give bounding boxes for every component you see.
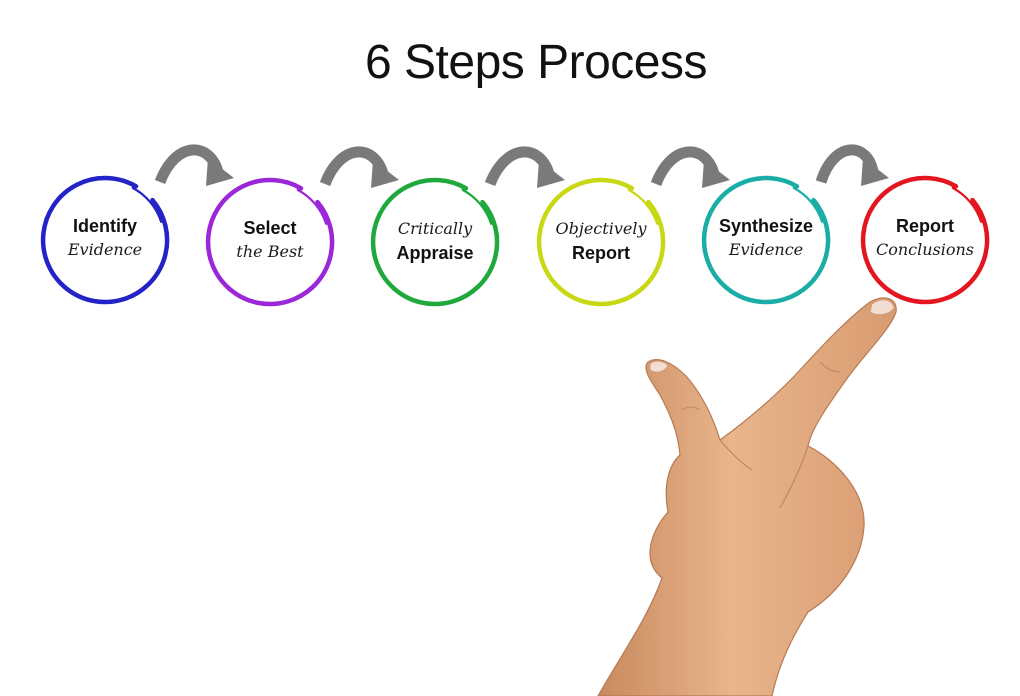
step-ring — [701, 175, 831, 305]
pointing-hand-image — [597, 297, 897, 696]
step-title: Synthesize — [719, 216, 813, 236]
step-ring-flick — [461, 188, 493, 225]
arrow-right-icon — [319, 146, 399, 188]
step-ring — [205, 177, 335, 307]
step-title: Identify — [73, 216, 137, 236]
step-title: Report — [896, 216, 954, 236]
step-ring — [370, 177, 500, 307]
step-subtitle: Evidence — [728, 240, 803, 259]
step-subtitle: the Best — [236, 242, 304, 261]
page-title: 6 Steps Process — [365, 36, 708, 89]
step-1: Evidence Identify — [40, 175, 170, 305]
step-subtitle: Critically — [398, 219, 473, 238]
step-5: Evidence Synthesize — [701, 175, 831, 305]
step-subtitle: Conclusions — [876, 240, 974, 259]
step-ring — [536, 177, 666, 307]
step-ring-flick — [131, 186, 163, 223]
step-ring — [40, 175, 170, 305]
arrow-right-icon — [154, 144, 234, 186]
step-ring-flick — [792, 186, 824, 223]
step-ring — [860, 175, 990, 305]
step-ring-flick — [627, 188, 659, 225]
step-title: Report — [572, 243, 630, 263]
step-title: Select — [243, 218, 296, 238]
step-2: the Best Select — [205, 177, 335, 307]
step-6: Conclusions Report — [860, 175, 990, 305]
step-ring-flick — [296, 188, 328, 225]
step-title: Appraise — [396, 243, 473, 263]
step-circles: Evidence Identify the Best Select Critically… — [40, 175, 990, 307]
step-subtitle: Objectively — [556, 219, 648, 238]
arrow-right-icon — [815, 144, 889, 186]
step-ring-flick — [951, 186, 983, 223]
step-arrows — [154, 144, 889, 188]
arrow-right-icon — [484, 146, 565, 188]
step-subtitle: Evidence — [67, 240, 142, 259]
arrow-right-icon — [650, 146, 730, 188]
